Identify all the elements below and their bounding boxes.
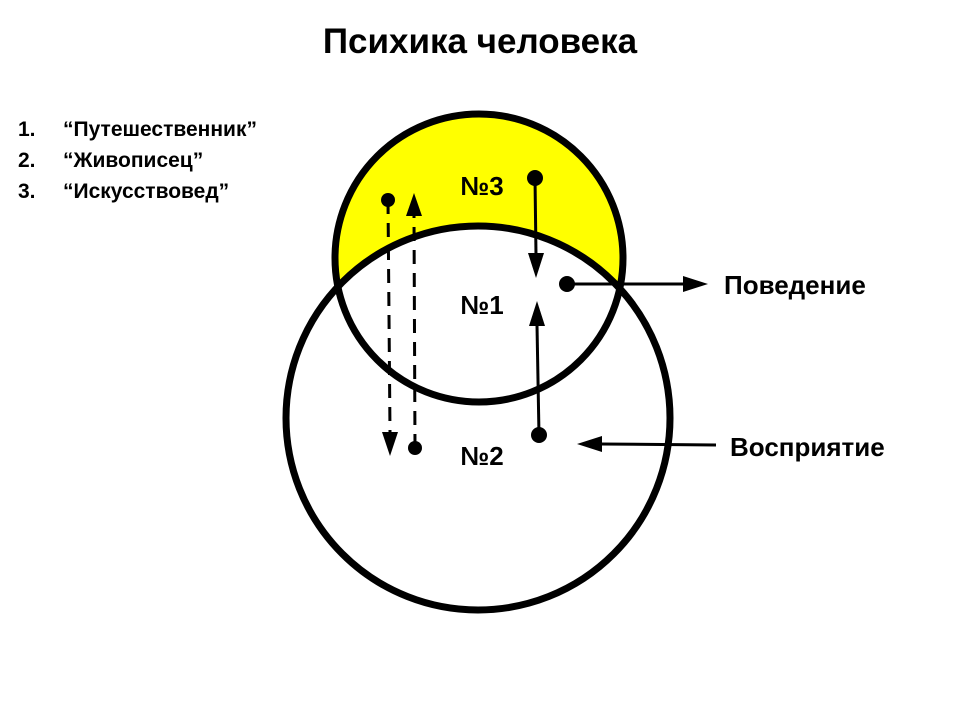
circle-perception — [282, 222, 674, 614]
list-label: “Искусствовед” — [63, 180, 230, 203]
list-number: 3. — [18, 180, 36, 203]
list-number: 2. — [18, 149, 36, 172]
list-label: “Живописец” — [63, 149, 204, 172]
list-number: 1. — [18, 118, 36, 141]
list-item: 3. “Искусствовед” — [18, 176, 257, 207]
circle-upper — [331, 110, 627, 406]
behavior-label: Поведение — [724, 270, 866, 300]
page-title: Психика человека — [322, 22, 638, 61]
list-item: 1. “Путешественник” — [18, 114, 257, 145]
types-list: 1. “Путешественник” 2. “Живописец” 3. “Иску… — [18, 114, 257, 207]
perception-label: Восприятие — [730, 432, 885, 462]
list-label: “Путешественник” — [63, 118, 257, 141]
dashed-arrow-up — [406, 193, 422, 455]
arrow-3-to-1 — [527, 170, 544, 278]
list-item: 2. “Живописец” — [18, 145, 257, 176]
region-3-label: №3 — [460, 171, 503, 201]
behavior-arrow — [559, 276, 708, 292]
region-2-label: №2 — [460, 441, 503, 471]
dashed-arrow-down — [381, 193, 398, 456]
arrow-2-to-1 — [529, 301, 547, 443]
region-1-label: №1 — [460, 290, 503, 320]
perception-arrow — [577, 436, 717, 452]
